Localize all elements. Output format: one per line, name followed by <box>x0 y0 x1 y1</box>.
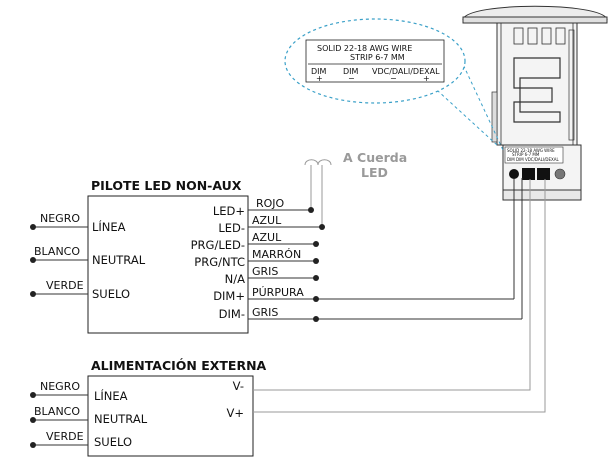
pilot-term-dim-minus: DIM- <box>219 307 245 321</box>
callout-sign-1: + <box>316 74 323 83</box>
terminal-vdc-plus <box>554 168 566 180</box>
pilot-box <box>87 195 249 334</box>
pilot-term-prg-led: PRG/LED- <box>191 238 245 252</box>
callout-term-dim-plus: DIM <box>311 67 327 76</box>
sensor-label-line2: STRIP 6-7 MM <box>512 152 540 157</box>
pilot-input-wires <box>30 224 88 297</box>
callout-sign-2: − <box>348 74 355 83</box>
power-label-linea: LÍNEA <box>94 388 128 403</box>
callout-leader-right <box>460 59 504 151</box>
callout-sign-3: − <box>390 74 397 83</box>
power-wire-verde: VERDE <box>46 430 84 443</box>
pilot-label-neutral: NEUTRAL <box>92 253 146 267</box>
pilot-wire-blanco: BLANCO <box>34 245 80 258</box>
power-input-wires <box>30 392 88 448</box>
callout-sign-4: + <box>423 74 430 83</box>
terminal-callout: SOLID 22-18 AWG WIRE STRIP 6-7 MM DIM DI… <box>284 18 466 104</box>
pilot-wire-verde: VERDE <box>46 279 84 292</box>
pilot-wire-azul-1: AZUL <box>252 214 282 227</box>
terminal-dim-minus <box>522 168 535 180</box>
pilot-wire-azul-2: AZUL <box>252 231 282 244</box>
terminal-vdc-minus <box>537 168 550 180</box>
pilot-label-suelo: SUELO <box>92 287 130 301</box>
power-output-wires <box>253 179 546 413</box>
pilot-term-dim-plus: DIM+ <box>213 289 245 303</box>
pilot-wire-rojo: ROJO <box>256 197 285 210</box>
callout-term-vdc: VDC/DALI/DEXAL <box>372 67 440 76</box>
callout-line1: SOLID 22-18 AWG WIRE <box>317 44 412 53</box>
power-wire-negro: NEGRO <box>40 380 80 393</box>
terminal-dim-plus <box>509 169 519 179</box>
pilot-term-na: N/A <box>225 272 245 286</box>
power-box <box>87 375 254 457</box>
pilot-term-prg-ntc: PRG/NTC <box>194 255 245 269</box>
power-label-suelo: SUELO <box>94 435 132 449</box>
pilot-output-wires <box>248 178 523 322</box>
sensor-label-terms: DIM DIM VDC/DALI/DEXAL <box>507 157 560 162</box>
pilot-wire-gris-1: GRIS <box>252 265 278 278</box>
power-term-v-minus: V- <box>233 379 244 393</box>
power-wire-blanco: BLANCO <box>34 405 80 418</box>
cord-label-line2: LED <box>361 165 388 180</box>
callout-term-dim-minus: DIM <box>343 67 359 76</box>
pilot-wire-negro: NEGRO <box>40 212 80 225</box>
led-cord-symbol <box>304 159 332 166</box>
cord-label-line1: A Cuerda <box>343 150 407 165</box>
pilot-term-led-minus: LED- <box>218 221 245 235</box>
sensor-device: SOLID 22-18 AWG WIRE STRIP 6-7 MM DIM DI… <box>462 5 608 201</box>
power-label-neutral: NEUTRAL <box>94 412 148 426</box>
power-title: ALIMENTACIÓN EXTERNA <box>91 358 267 373</box>
pilot-title: PILOTE LED NON-AUX <box>91 178 242 193</box>
pilot-term-led-plus: LED+ <box>213 204 245 218</box>
sensor-label-line1: SOLID 22-18 AWG WIRE <box>507 148 555 153</box>
pilot-wire-gris-2: GRIS <box>252 306 278 319</box>
pilot-label-linea: LÍNEA <box>92 219 126 234</box>
callout-line2: STRIP 6-7 MM <box>350 53 405 62</box>
pilot-wire-purpura: PÚRPURA <box>252 286 304 299</box>
power-term-v-plus: V+ <box>226 406 244 420</box>
pilot-wire-marron: MARRÓN <box>252 248 301 261</box>
